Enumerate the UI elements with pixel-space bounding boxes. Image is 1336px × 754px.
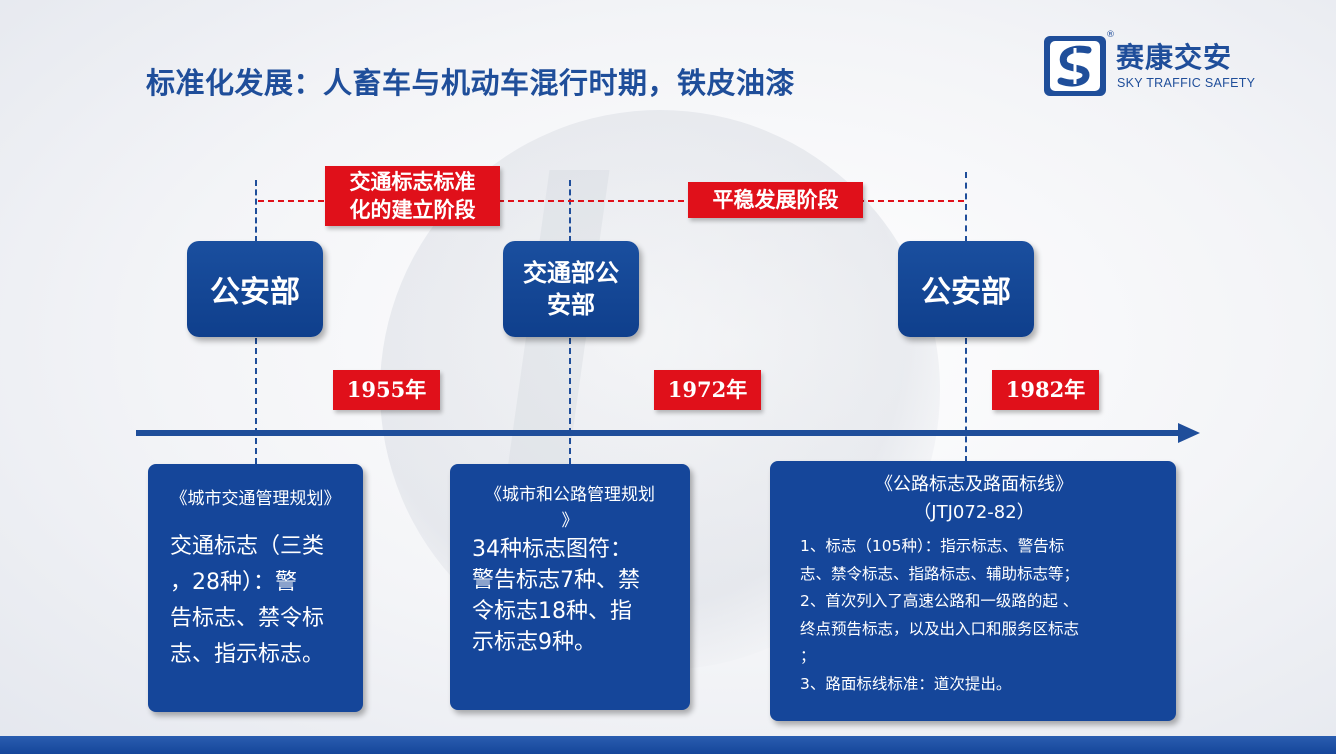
timeline-dash-1-top	[255, 180, 257, 242]
timeline-dash-1-bottom	[255, 338, 257, 464]
agency-box-2: 交通部公 安部	[503, 241, 639, 337]
card-body: 交通标志（三类 ，28种）：警 告标志、禁令标 志、指示标志。	[170, 534, 325, 667]
logo-s-icon	[1044, 36, 1106, 96]
stage-label-stable: 平稳发展阶段	[688, 182, 863, 218]
footer-bar	[0, 736, 1336, 754]
registered-mark: ®	[1106, 30, 1115, 40]
year-label-1982: 1982年	[992, 370, 1099, 410]
timeline-dash-3-bottom	[965, 338, 967, 462]
card-body: 34种标志图符： 警告标志7种、禁 令标志18种、指 示标志9种。	[472, 537, 640, 655]
card-body: 1、标志（105种）：指示标志、警告标 志、禁令标志、指路标志、辅助标志等； 2…	[800, 537, 1080, 693]
info-card-1982: 《公路标志及路面标线》 （JTJ072-82） 1、标志（105种）：指示标志、…	[770, 461, 1176, 721]
year-label-1955: 1955年	[333, 370, 440, 410]
timeline-dash-2-top	[569, 180, 571, 242]
agency-box-3: 公安部	[898, 241, 1034, 337]
info-card-1955: 《城市交通管理规划》 交通标志（三类 ，28种）：警 告标志、禁令标 志、指示标…	[148, 464, 363, 712]
stage-label-establishment: 交通标志标准 化的建立阶段	[325, 166, 500, 226]
timeline-dash-3-top	[965, 172, 967, 242]
info-card-1972: 《城市和公路管理规划 》 34种标志图符： 警告标志7种、禁 令标志18种、指 …	[450, 464, 690, 710]
slide-title: 标准化发展：人畜车与机动车混行时期，铁皮油漆	[146, 66, 796, 100]
card-doc-title: 《城市和公路管理规划 》	[485, 485, 655, 531]
company-logo: ® 赛康交安 SKY TRAFFIC SAFETY	[1044, 30, 1274, 98]
year-label-1972: 1972年	[654, 370, 761, 410]
timeline-axis	[136, 430, 1182, 436]
timeline-arrow-icon	[1178, 423, 1200, 443]
logo-english-name: SKY TRAFFIC SAFETY	[1117, 76, 1256, 90]
logo-chinese-name: 赛康交安	[1116, 41, 1233, 74]
stage-span-line	[258, 200, 964, 202]
timeline-dash-2-bottom	[569, 338, 571, 464]
card-doc-title: 《公路标志及路面标线》 （JTJ072-82）	[875, 474, 1073, 523]
agency-box-1: 公安部	[187, 241, 323, 337]
card-doc-title: 《城市交通管理规划》	[170, 489, 341, 509]
